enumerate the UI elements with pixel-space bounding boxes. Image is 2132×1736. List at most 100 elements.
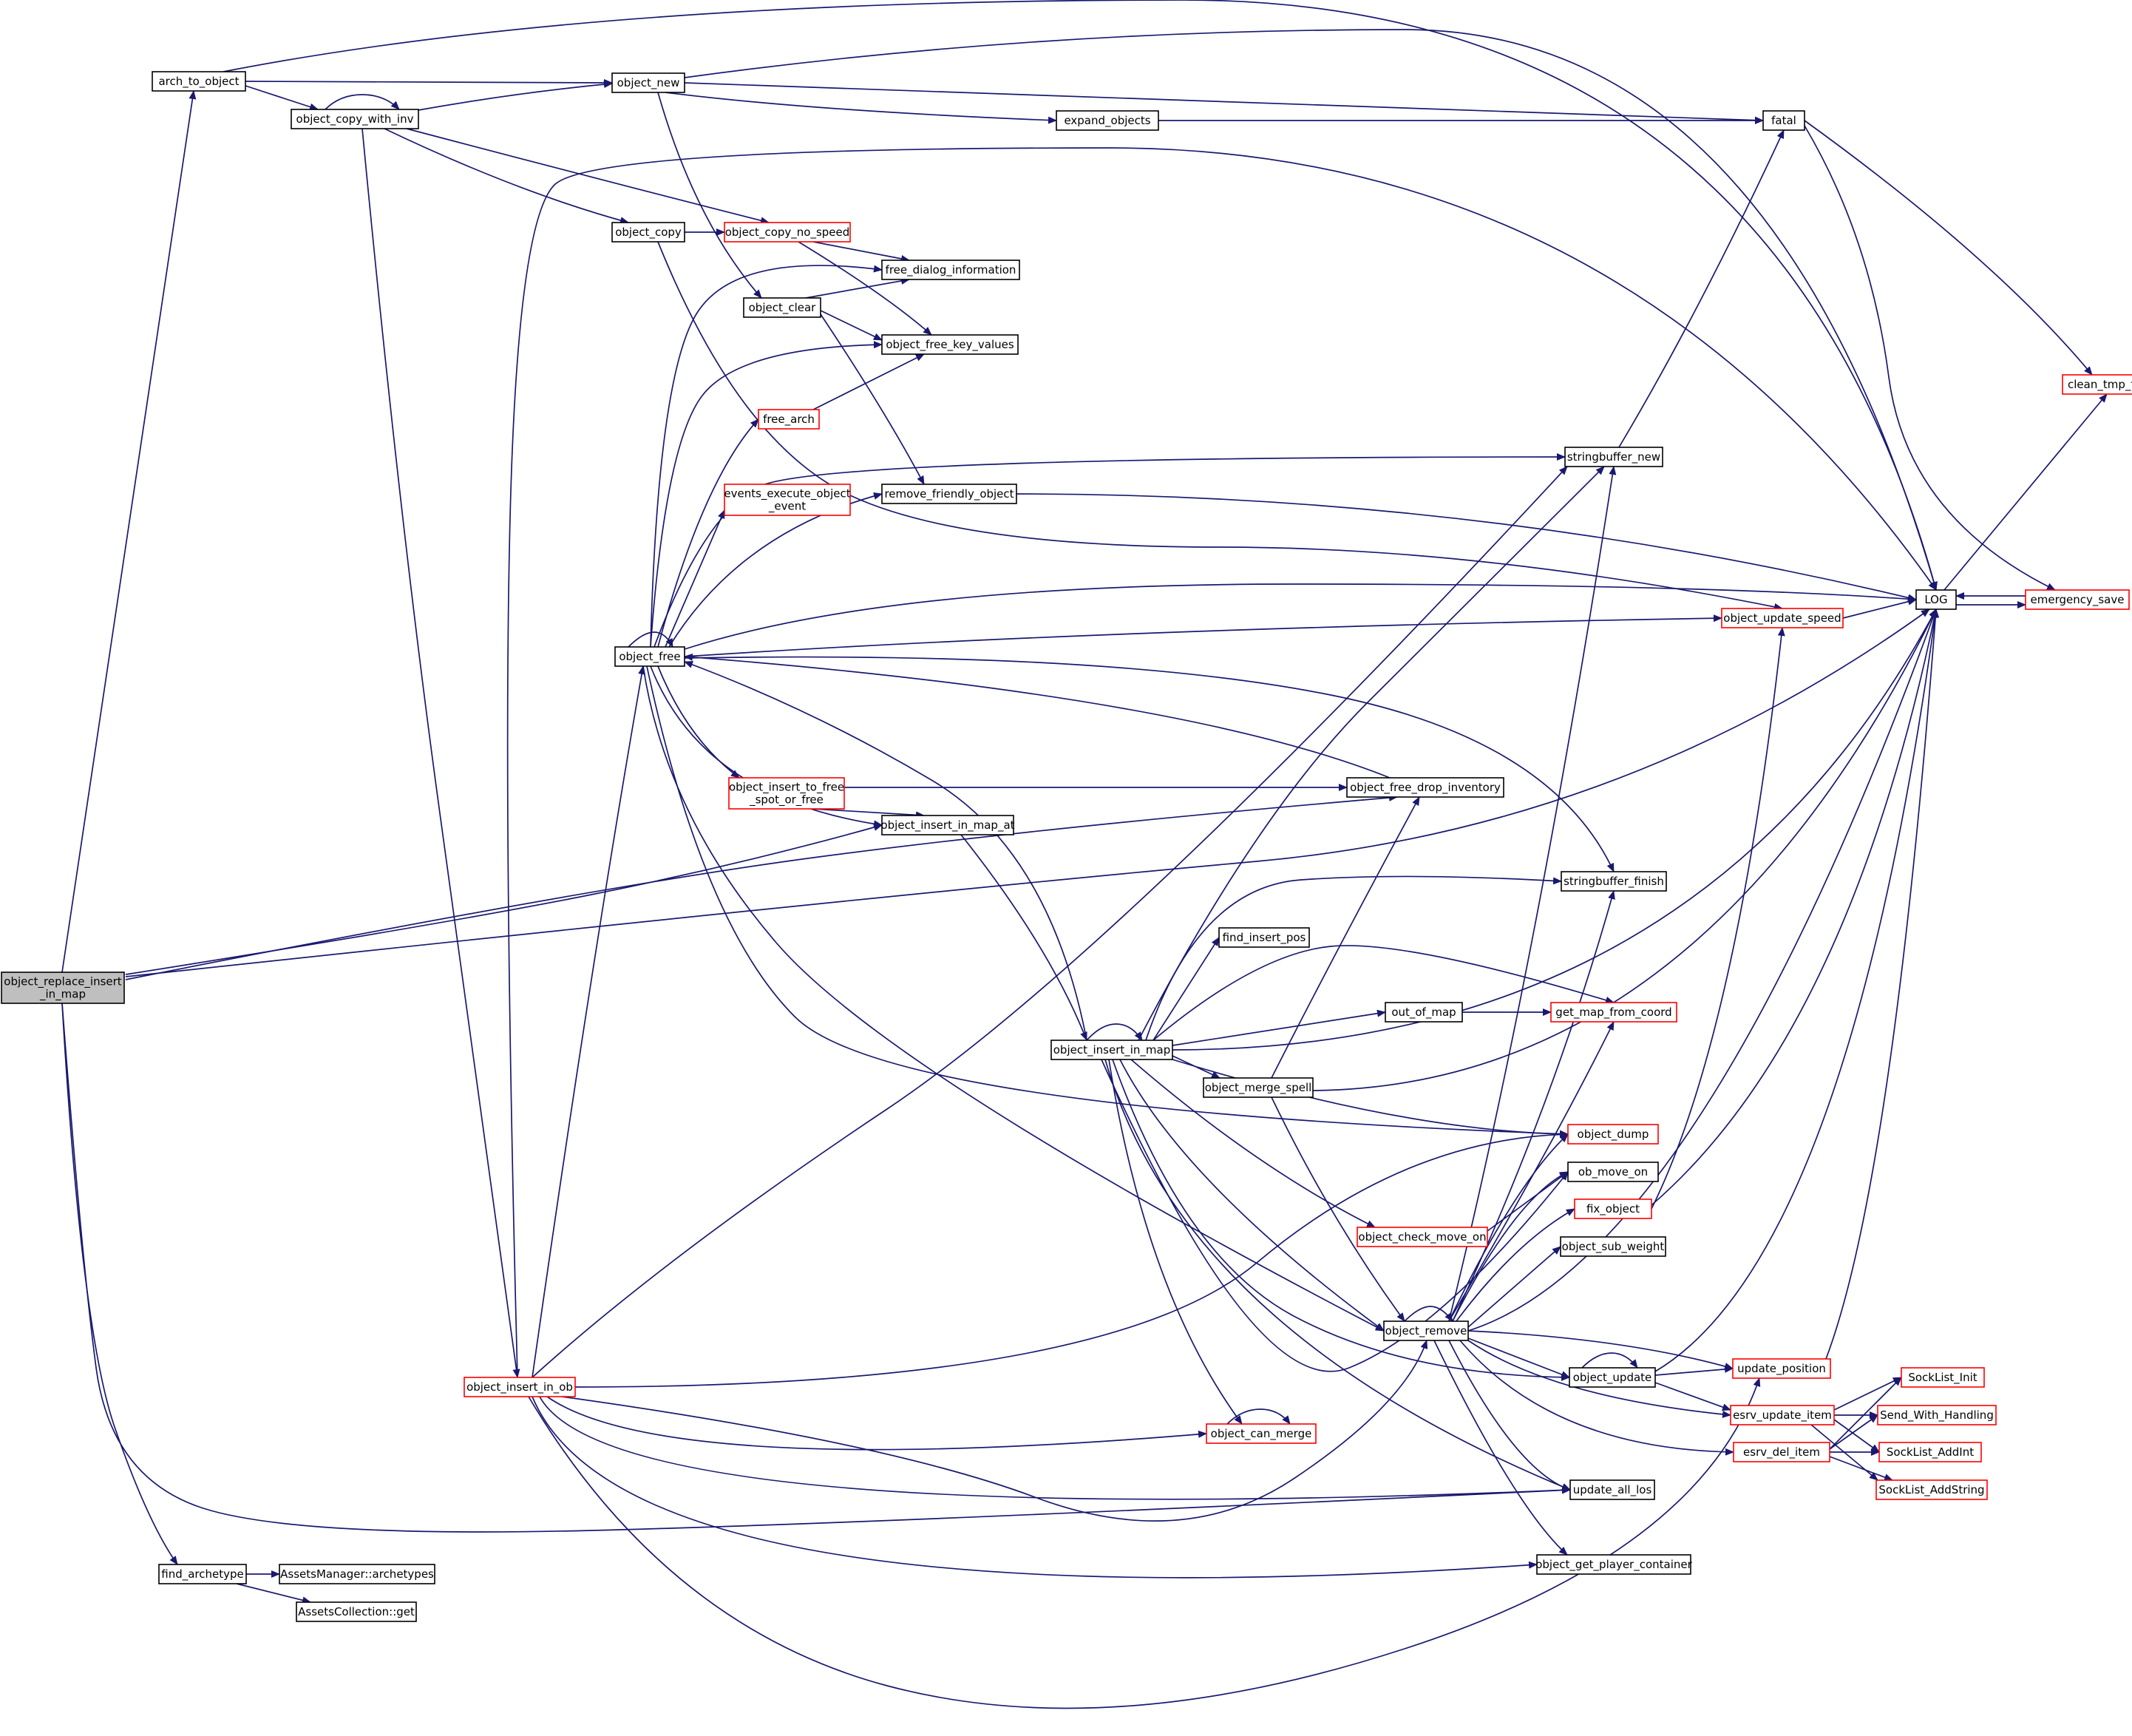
- node-box: [152, 71, 246, 92]
- node-object-dump[interactable]: object_dump: [1567, 1124, 1659, 1145]
- node-object-check-move-on[interactable]: object_check_move_on: [1357, 1227, 1488, 1247]
- node-object-remove[interactable]: object_remove: [1383, 1320, 1469, 1341]
- node-box: [614, 646, 685, 667]
- node-update-all-los[interactable]: update_all_los: [1569, 1479, 1655, 1500]
- edge-object_insert_in_map-to-find_insert_pos: [1152, 937, 1220, 1041]
- node-object-sub-weight[interactable]: object_sub_weight: [1560, 1236, 1666, 1257]
- node-object-new[interactable]: object_new: [611, 72, 685, 93]
- node-object-update-speed[interactable]: object_update_speed: [1721, 608, 1844, 628]
- edge-fix_object-to-LOG: [1651, 608, 1938, 1206]
- node-box: [1574, 1198, 1652, 1219]
- node-object-update[interactable]: object_update: [1569, 1367, 1656, 1388]
- edge-object_remove-to-ob_move_on: [1452, 1171, 1569, 1322]
- node-SockList-Init[interactable]: SockList_Init: [1901, 1367, 1985, 1388]
- edge-object_free_drop_inventory-to-object_free: [684, 653, 1391, 779]
- edge-object_insert_in_ob-to-object_dump: [574, 1130, 1569, 1388]
- edge-esrv_del_item-to-Send_With_Handling: [1829, 1414, 1878, 1450]
- node-object-copy-with-inv[interactable]: object_copy_with_inv: [291, 109, 419, 129]
- node-stringbuffer-new[interactable]: stringbuffer_new: [1564, 447, 1663, 467]
- node-box: [724, 484, 851, 516]
- node-label: object_update_speed: [1723, 611, 1841, 625]
- node-object-free-drop-inventory[interactable]: object_free_drop_inventory: [1346, 777, 1504, 798]
- node-find-archetype[interactable]: find_archetype: [158, 1564, 247, 1584]
- node-box: [611, 72, 685, 93]
- node-box: [1206, 1423, 1317, 1444]
- node-out-of-map[interactable]: out_of_map: [1385, 1002, 1463, 1023]
- node-SockList-AddInt[interactable]: SockList_AddInt: [1878, 1442, 1982, 1462]
- node-box: [1, 972, 125, 1004]
- node-object-copy[interactable]: object_copy: [611, 222, 685, 243]
- node-esrv-del-item[interactable]: esrv_del_item: [1733, 1442, 1830, 1462]
- node-object-clear[interactable]: object_clear: [743, 297, 821, 318]
- node-fatal[interactable]: fatal: [1762, 110, 1805, 131]
- node-object-get-player-container[interactable]: object_get_player_container: [1535, 1554, 1693, 1575]
- node-object-free[interactable]: object_free: [614, 646, 685, 667]
- node-find-insert-pos[interactable]: find_insert_pos: [1218, 927, 1310, 948]
- node-events-execute-object-event[interactable]: events_execute_object_event: [724, 484, 851, 516]
- edge-arch_to_object-to-LOG: [223, 0, 1938, 591]
- node-label: object_remove: [1385, 1324, 1467, 1338]
- node-fix-object[interactable]: fix_object: [1574, 1198, 1652, 1219]
- node-ob-move-on[interactable]: ob_move_on: [1567, 1162, 1659, 1182]
- edge-object_merge_spell-to-LOG: [1312, 608, 1937, 1091]
- node-update-position[interactable]: update_position: [1732, 1358, 1831, 1379]
- edge-object_new-to-fatal: [684, 82, 1764, 124]
- node-object-insert-in-map[interactable]: object_insert_in_map: [1050, 1040, 1173, 1060]
- node-label: SockList_Init: [1908, 1371, 1977, 1385]
- node-object-insert-to-free-spot-or-free[interactable]: object_insert_to_free_spot_or_free: [728, 777, 845, 810]
- node-stringbuffer-finish[interactable]: stringbuffer_finish: [1561, 871, 1667, 892]
- node-label: update_position: [1737, 1362, 1826, 1376]
- node-free-arch[interactable]: free_arch: [758, 409, 820, 430]
- node-box: [724, 222, 851, 243]
- node-label: object_dump: [1578, 1128, 1649, 1142]
- node-box: [1346, 777, 1504, 798]
- edge-object_copy_with_inv-to-object_new: [413, 81, 613, 112]
- edge-object_copy_with_inv-to-object_copy: [384, 128, 629, 224]
- edge-object_remove-to-LOG: [1467, 608, 1937, 1332]
- node-box: [1569, 1367, 1656, 1388]
- node-box: [158, 1564, 247, 1584]
- node-root[interactable]: object_replace_insert_in_map: [1, 972, 125, 1004]
- node-Send-With-Handling[interactable]: Send_With_Handling: [1877, 1405, 1997, 1425]
- node-label: object_free: [619, 650, 680, 664]
- node-box: [2025, 589, 2130, 610]
- edge-object_check_move_on-to-ob_move_on: [1487, 1171, 1569, 1232]
- edge-object_free-to-object_dump: [646, 665, 1569, 1138]
- edge-object_merge_spell-to-object_remove: [1271, 1096, 1405, 1322]
- node-remove-friendly-object[interactable]: remove_friendly_object: [881, 484, 1017, 504]
- edge-object_remove-to-object_update: [1467, 1337, 1570, 1378]
- edge-object_remove-to-update_all_los: [1448, 1340, 1571, 1491]
- edge-remove_friendly_object-to-LOG: [1016, 493, 1917, 602]
- node-emergency-save[interactable]: emergency_save: [2025, 589, 2130, 610]
- node-AssetsManager-archetypes[interactable]: AssetsManager::archetypes: [279, 1564, 435, 1584]
- node-object-free-key-values[interactable]: object_free_key_values: [881, 334, 1019, 355]
- node-free-dialog-information[interactable]: free_dialog_information: [881, 260, 1020, 280]
- node-label: fix_object: [1586, 1202, 1640, 1216]
- node-esrv-update-item[interactable]: esrv_update_item: [1730, 1405, 1835, 1425]
- node-clean-tmp-files[interactable]: clean_tmp_files: [2062, 374, 2132, 395]
- node-object-merge-spell[interactable]: object_merge_spell: [1203, 1077, 1314, 1098]
- node-object-can-merge[interactable]: object_can_merge: [1206, 1423, 1317, 1444]
- edge-esrv_del_item-to-SockList_Init: [1829, 1377, 1902, 1450]
- node-box: [1561, 871, 1667, 892]
- node-label: out_of_map: [1391, 1006, 1456, 1020]
- node-expand-objects[interactable]: expand_objects: [1056, 110, 1159, 131]
- node-object-insert-in-map-at[interactable]: object_insert_in_map_at: [880, 815, 1015, 835]
- node-object-insert-in-ob[interactable]: object_insert_in_ob: [464, 1377, 576, 1397]
- node-LOG[interactable]: LOG: [1915, 589, 1957, 610]
- edge-object_clear-to-object_free_key_values: [820, 310, 883, 341]
- edge-arch_to_object-to-object_new: [245, 78, 613, 87]
- edge-object_free-to-events_execute_object_event: [665, 509, 725, 648]
- node-AssetsCollection-get[interactable]: AssetsCollection::get: [296, 1601, 417, 1622]
- node-get-map-from-coord[interactable]: get_map_from_coord: [1550, 1002, 1677, 1023]
- edge-object_free-to-object_update_speed: [684, 614, 1722, 657]
- node-SockList-AddString[interactable]: SockList_AddString: [1875, 1479, 1988, 1500]
- edge-object_insert_in_map-to-update_all_los: [1104, 1059, 1571, 1491]
- edge-object_free-to-free_dialog_information: [650, 265, 883, 648]
- node-object-copy-no-speed[interactable]: object_copy_no_speed: [724, 222, 851, 243]
- node-arch-to-object[interactable]: arch_to_object: [152, 71, 246, 92]
- edge-object_remove-to-update_position: [1467, 1330, 1734, 1370]
- edge-object_free-to-object_remove: [642, 665, 1385, 1332]
- node-box: [1550, 1002, 1677, 1023]
